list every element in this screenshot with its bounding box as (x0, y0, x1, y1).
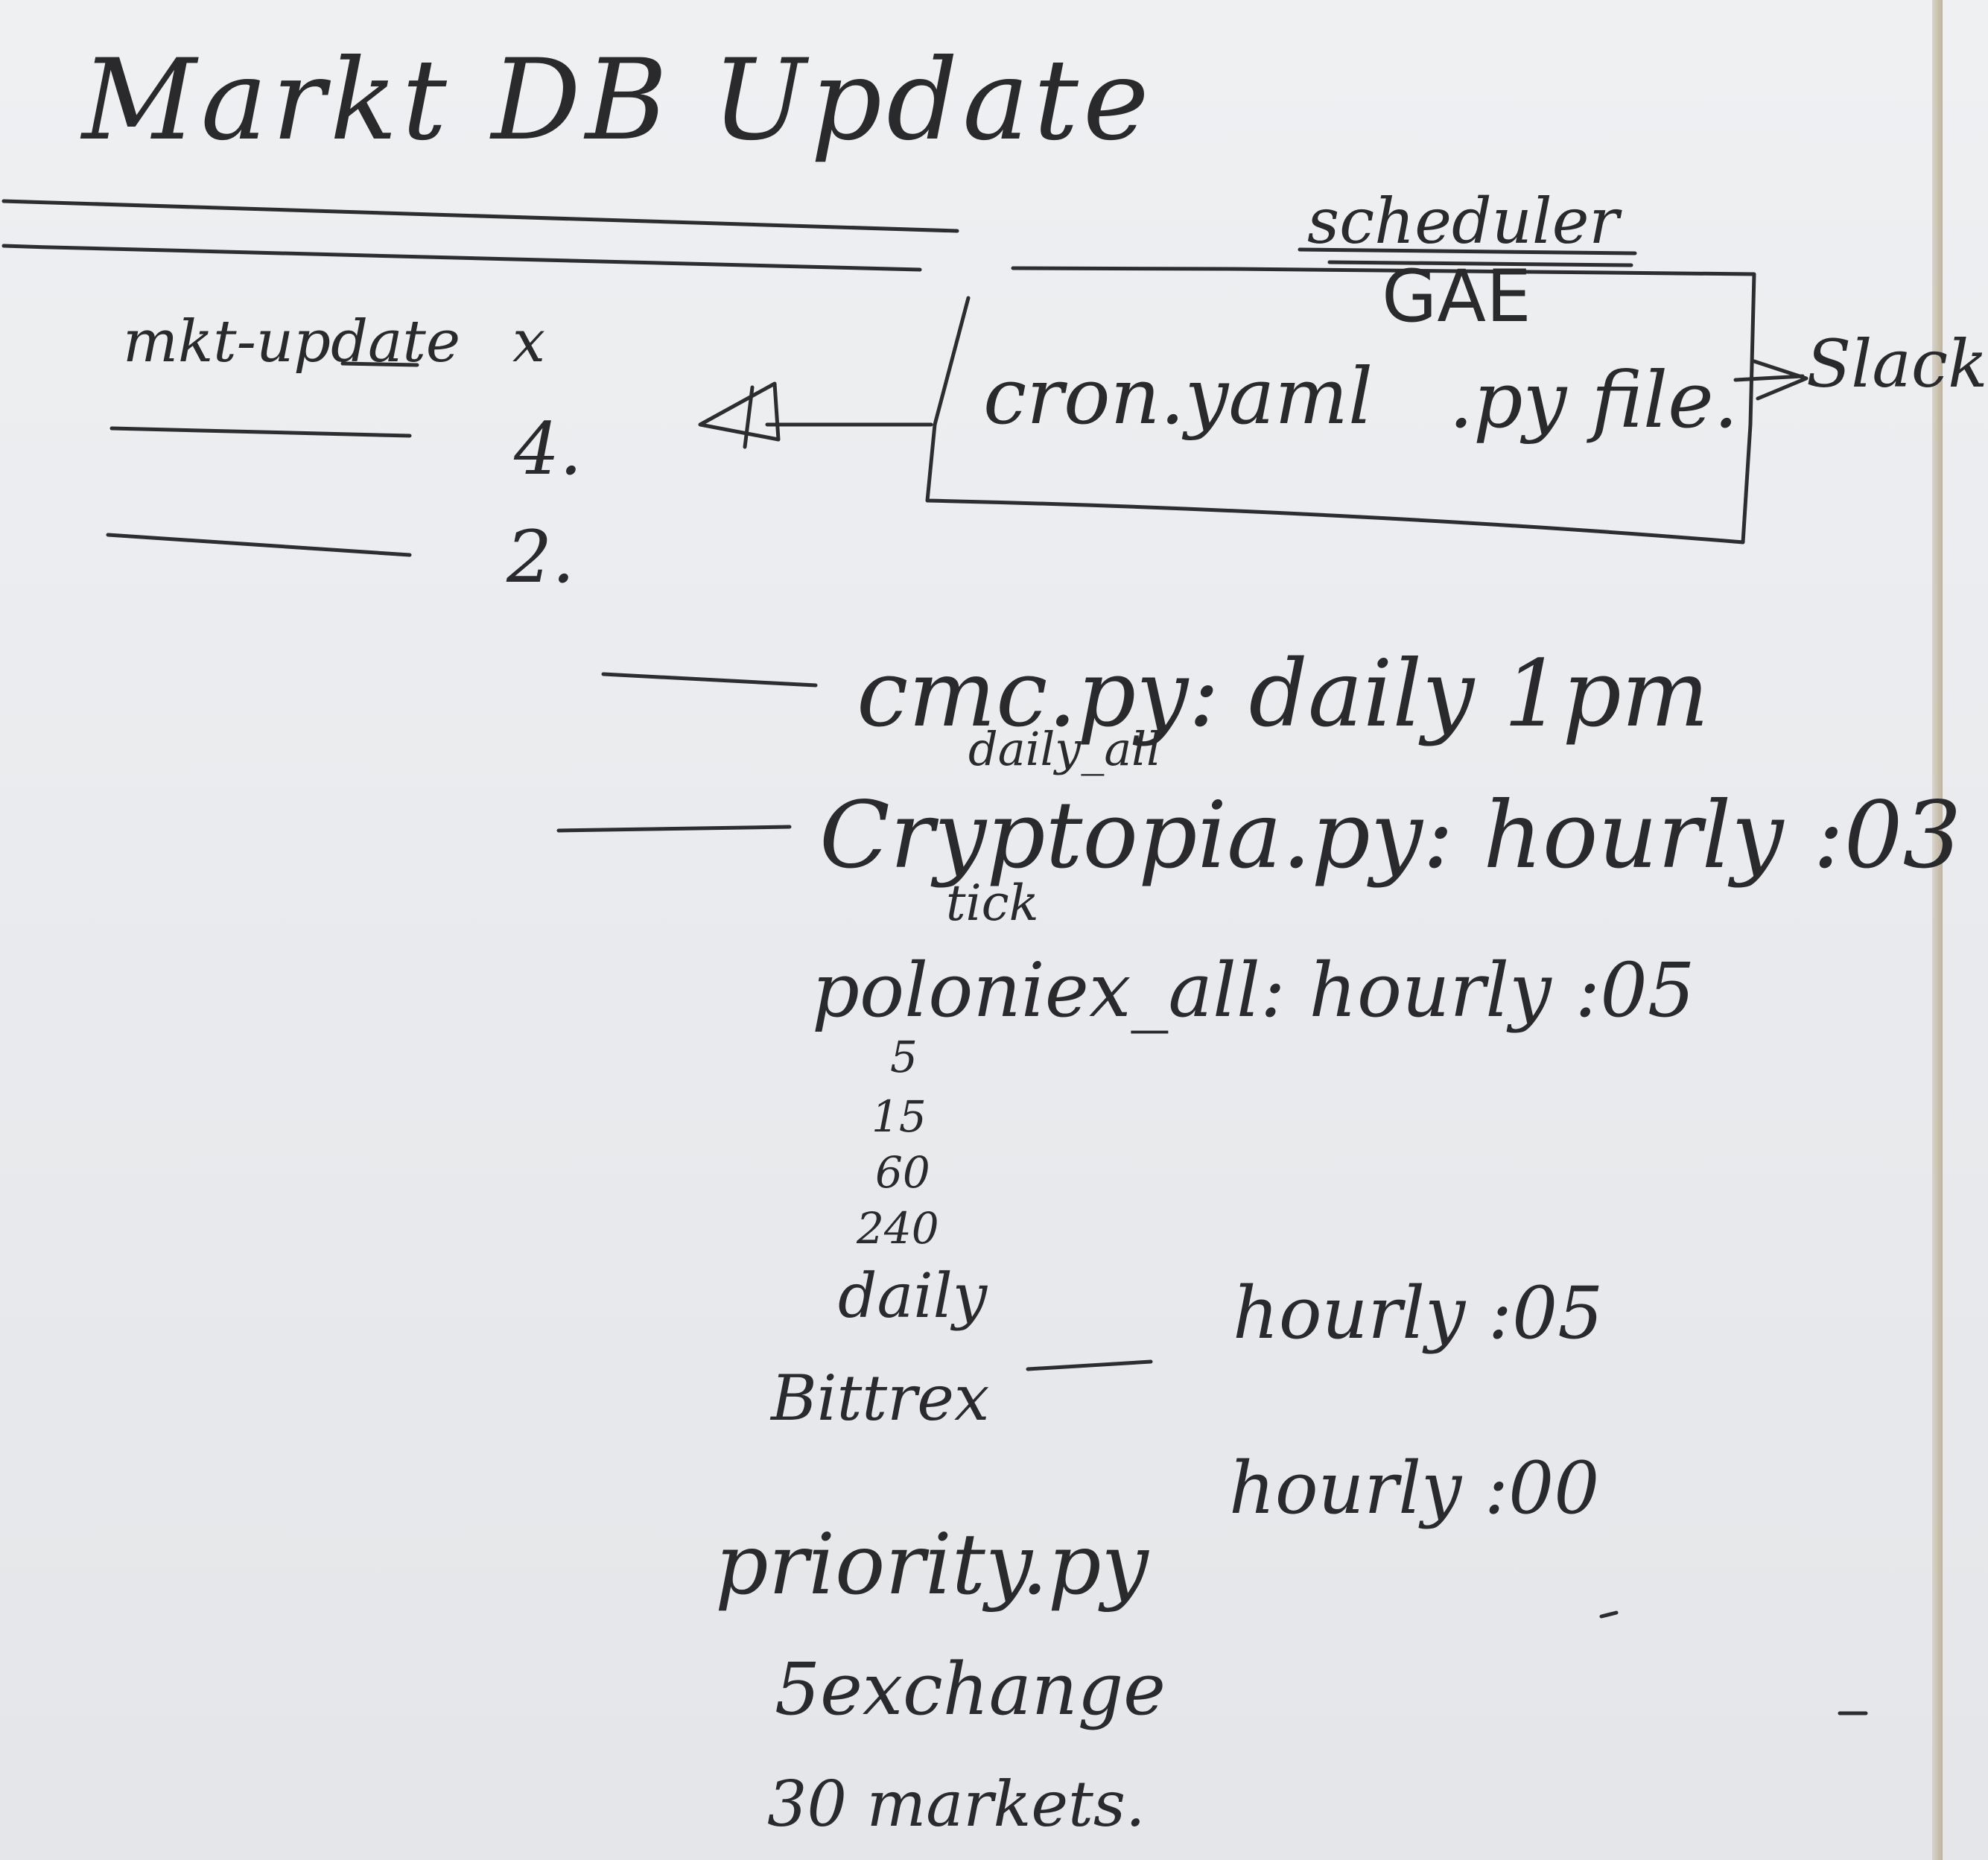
bittrex-schedule: hourly :00 (1229, 1447, 1600, 1530)
list-item-4: 4. (514, 407, 582, 491)
arrow-to-list-head (698, 381, 781, 442)
arrow-to-slack-head (1752, 359, 1808, 401)
job-poloniex: poloniex_all: hourly :05 (812, 947, 1695, 1034)
gae-box (925, 266, 1756, 545)
mkt-update-mark: x (512, 308, 546, 375)
paper-edge (1932, 0, 1943, 1860)
job-bittrex: Bittrex (771, 1362, 990, 1435)
title-underline-2 (1, 244, 922, 272)
py-file-label: .py file. (1449, 355, 1738, 445)
interval-item: daily (838, 1261, 988, 1332)
cryptopia-daily-label: daily_all (968, 726, 1161, 772)
job-priority: priority.py (715, 1517, 1149, 1613)
job-cryptopia: Cryptopia.py: hourly :03 (819, 782, 1962, 889)
job-line-cmc (601, 672, 818, 688)
interval-schedule: hourly :05 (1233, 1272, 1604, 1355)
interval-item: 15 (871, 1091, 927, 1142)
note-title: Markt DB Update (82, 36, 1154, 165)
interval-item: 5 (890, 1032, 918, 1082)
scheduler-underline-2 (1327, 260, 1633, 267)
list-dash-2 (106, 533, 412, 557)
slack-label: Slack (1806, 326, 1988, 402)
title-underline-1 (1, 199, 959, 233)
job-line-bittrex (1026, 1359, 1153, 1371)
footer-markets: 30 markets. (767, 1768, 1146, 1841)
mkt-update-text: mkt-update (123, 308, 461, 375)
gae-label: GAE (1382, 255, 1531, 338)
arrow-to-list-mark (743, 385, 755, 449)
list-item-2: 2. (506, 515, 575, 599)
scheduler-underline-1 (1298, 247, 1637, 255)
interval-item: 60 (875, 1147, 930, 1198)
interval-item: 240 (857, 1203, 939, 1254)
cryptopia-tick-note: tick (946, 875, 1039, 932)
list-dash-1 (109, 426, 412, 438)
scheduler-label: scheduler (1307, 185, 1619, 258)
stray-mark-1 (1599, 1610, 1619, 1619)
job-cmc: cmc.py: daily 1pm (857, 641, 1709, 748)
arrow-to-slack-shaft (1733, 374, 1805, 382)
ink-strokes (1, 199, 1868, 1715)
footer-exchanges: 5exchange (775, 1648, 1166, 1731)
cron-yaml-label: cron.yaml (983, 351, 1374, 442)
job-line-cryptopia (556, 825, 792, 833)
list-dash-0 (340, 361, 419, 367)
cryptopia-daily-text: daily_all (968, 722, 1161, 776)
